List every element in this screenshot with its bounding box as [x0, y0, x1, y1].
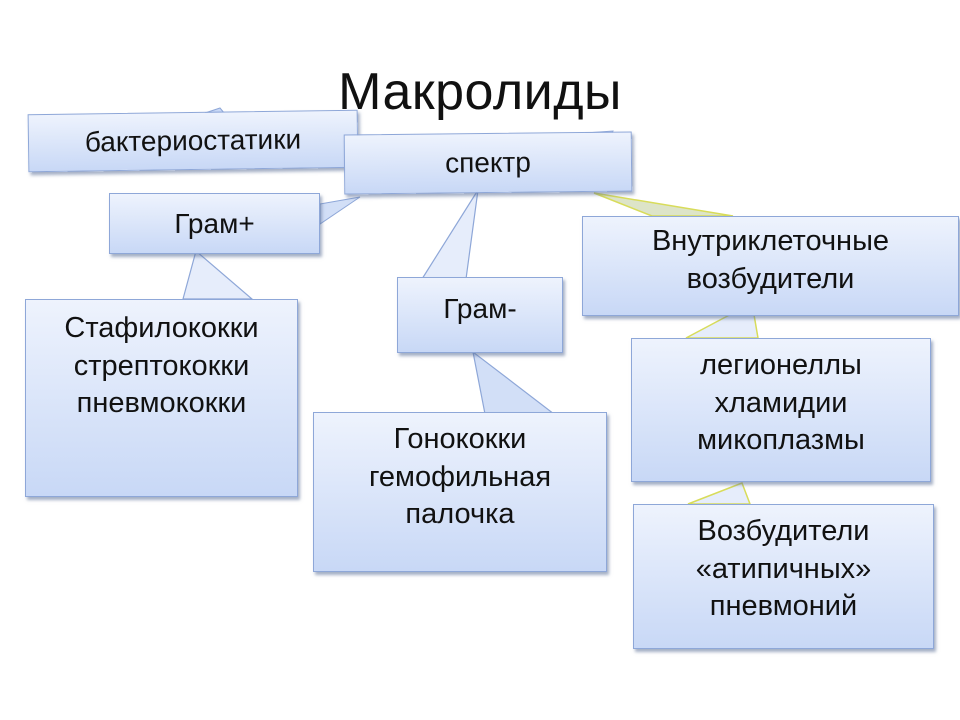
box-bakteriostatiki-label: бактериостатики — [84, 123, 302, 158]
connector-gram-plus-list — [182, 249, 254, 300]
box-gram-minus: Грам- — [397, 277, 563, 353]
list-item: Гонококки — [393, 423, 527, 455]
box-atypical-pathogens: Возбудители «атипичных» пневмоний — [633, 504, 934, 649]
list-item: пневмококки — [76, 387, 247, 420]
connector-gram-plus — [319, 196, 361, 225]
box-bakteriostatiki: бактериостатики — [27, 109, 359, 173]
box-gram-minus-list: Гонококки гемофильная палочка — [313, 412, 607, 572]
box-spektr-label: спектр — [444, 146, 532, 179]
slide-title: Макролиды — [338, 63, 622, 121]
list-item: Стафилококки — [64, 312, 259, 344]
box-gram-minus-label: Грам- — [443, 293, 517, 324]
list-item: стрептококки — [73, 349, 250, 382]
list-item: Возбудители — [697, 515, 870, 547]
box-gram-plus: Грам+ — [109, 193, 320, 254]
box-intracellular-line2: возбудители — [686, 262, 855, 295]
box-intracellular-list: легионеллы хламидии микоплазмы — [631, 338, 931, 482]
list-item: гемофильная — [368, 460, 552, 493]
list-item: микоплазмы — [697, 424, 865, 457]
connector-atypical — [687, 482, 752, 505]
list-item: хламидии — [714, 386, 848, 419]
box-gram-plus-label: Грам+ — [174, 207, 255, 239]
list-item: «атипичных» — [695, 552, 872, 585]
connector-gram-minus-list — [472, 350, 556, 415]
connector-intracellular — [593, 192, 734, 217]
box-gram-plus-list: Стафилококки стрептококки пневмококки — [25, 299, 298, 497]
box-intracellular: Внутриклеточные возбудители — [582, 216, 959, 316]
list-item: пневмоний — [709, 590, 858, 623]
box-spektr: спектр — [343, 131, 633, 195]
box-intracellular-line1: Внутриклеточные — [651, 225, 890, 257]
connector-gram-minus — [420, 189, 479, 280]
list-item: палочка — [405, 498, 515, 531]
list-item: легионеллы — [700, 349, 862, 381]
